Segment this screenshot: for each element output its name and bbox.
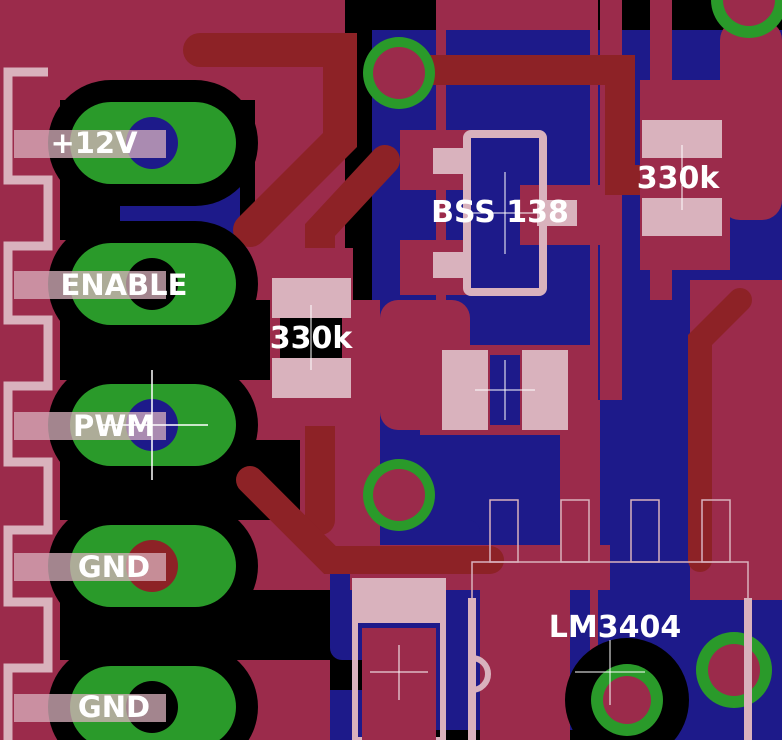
via-icon <box>565 638 689 740</box>
mosfet-bss138[interactable] <box>433 130 577 296</box>
pin-label-plates <box>14 130 166 722</box>
pin-label-enable: ENABLE <box>61 268 188 302</box>
ic-label: LM3404 <box>549 610 681 645</box>
connector-outline <box>3 67 53 740</box>
via-icon <box>696 632 772 708</box>
resistor-r-left-label: 330k <box>270 321 354 356</box>
crosshair-icon <box>310 145 683 705</box>
pin-label-gnd-1: GND <box>78 550 150 584</box>
via-icon <box>363 459 435 531</box>
resistor-r-right-label: 330k <box>637 161 721 196</box>
pin-label-pwm: PWM <box>73 409 155 443</box>
pin-label-12v: +12V <box>50 126 138 160</box>
pin-label-gnd-2: GND <box>78 690 150 724</box>
ic-lm3404[interactable] <box>468 499 752 740</box>
via-icon <box>711 0 782 38</box>
crosshair-icon <box>100 370 208 480</box>
via-icon <box>363 37 435 109</box>
mosfet-label: BSS 138 <box>431 195 569 230</box>
